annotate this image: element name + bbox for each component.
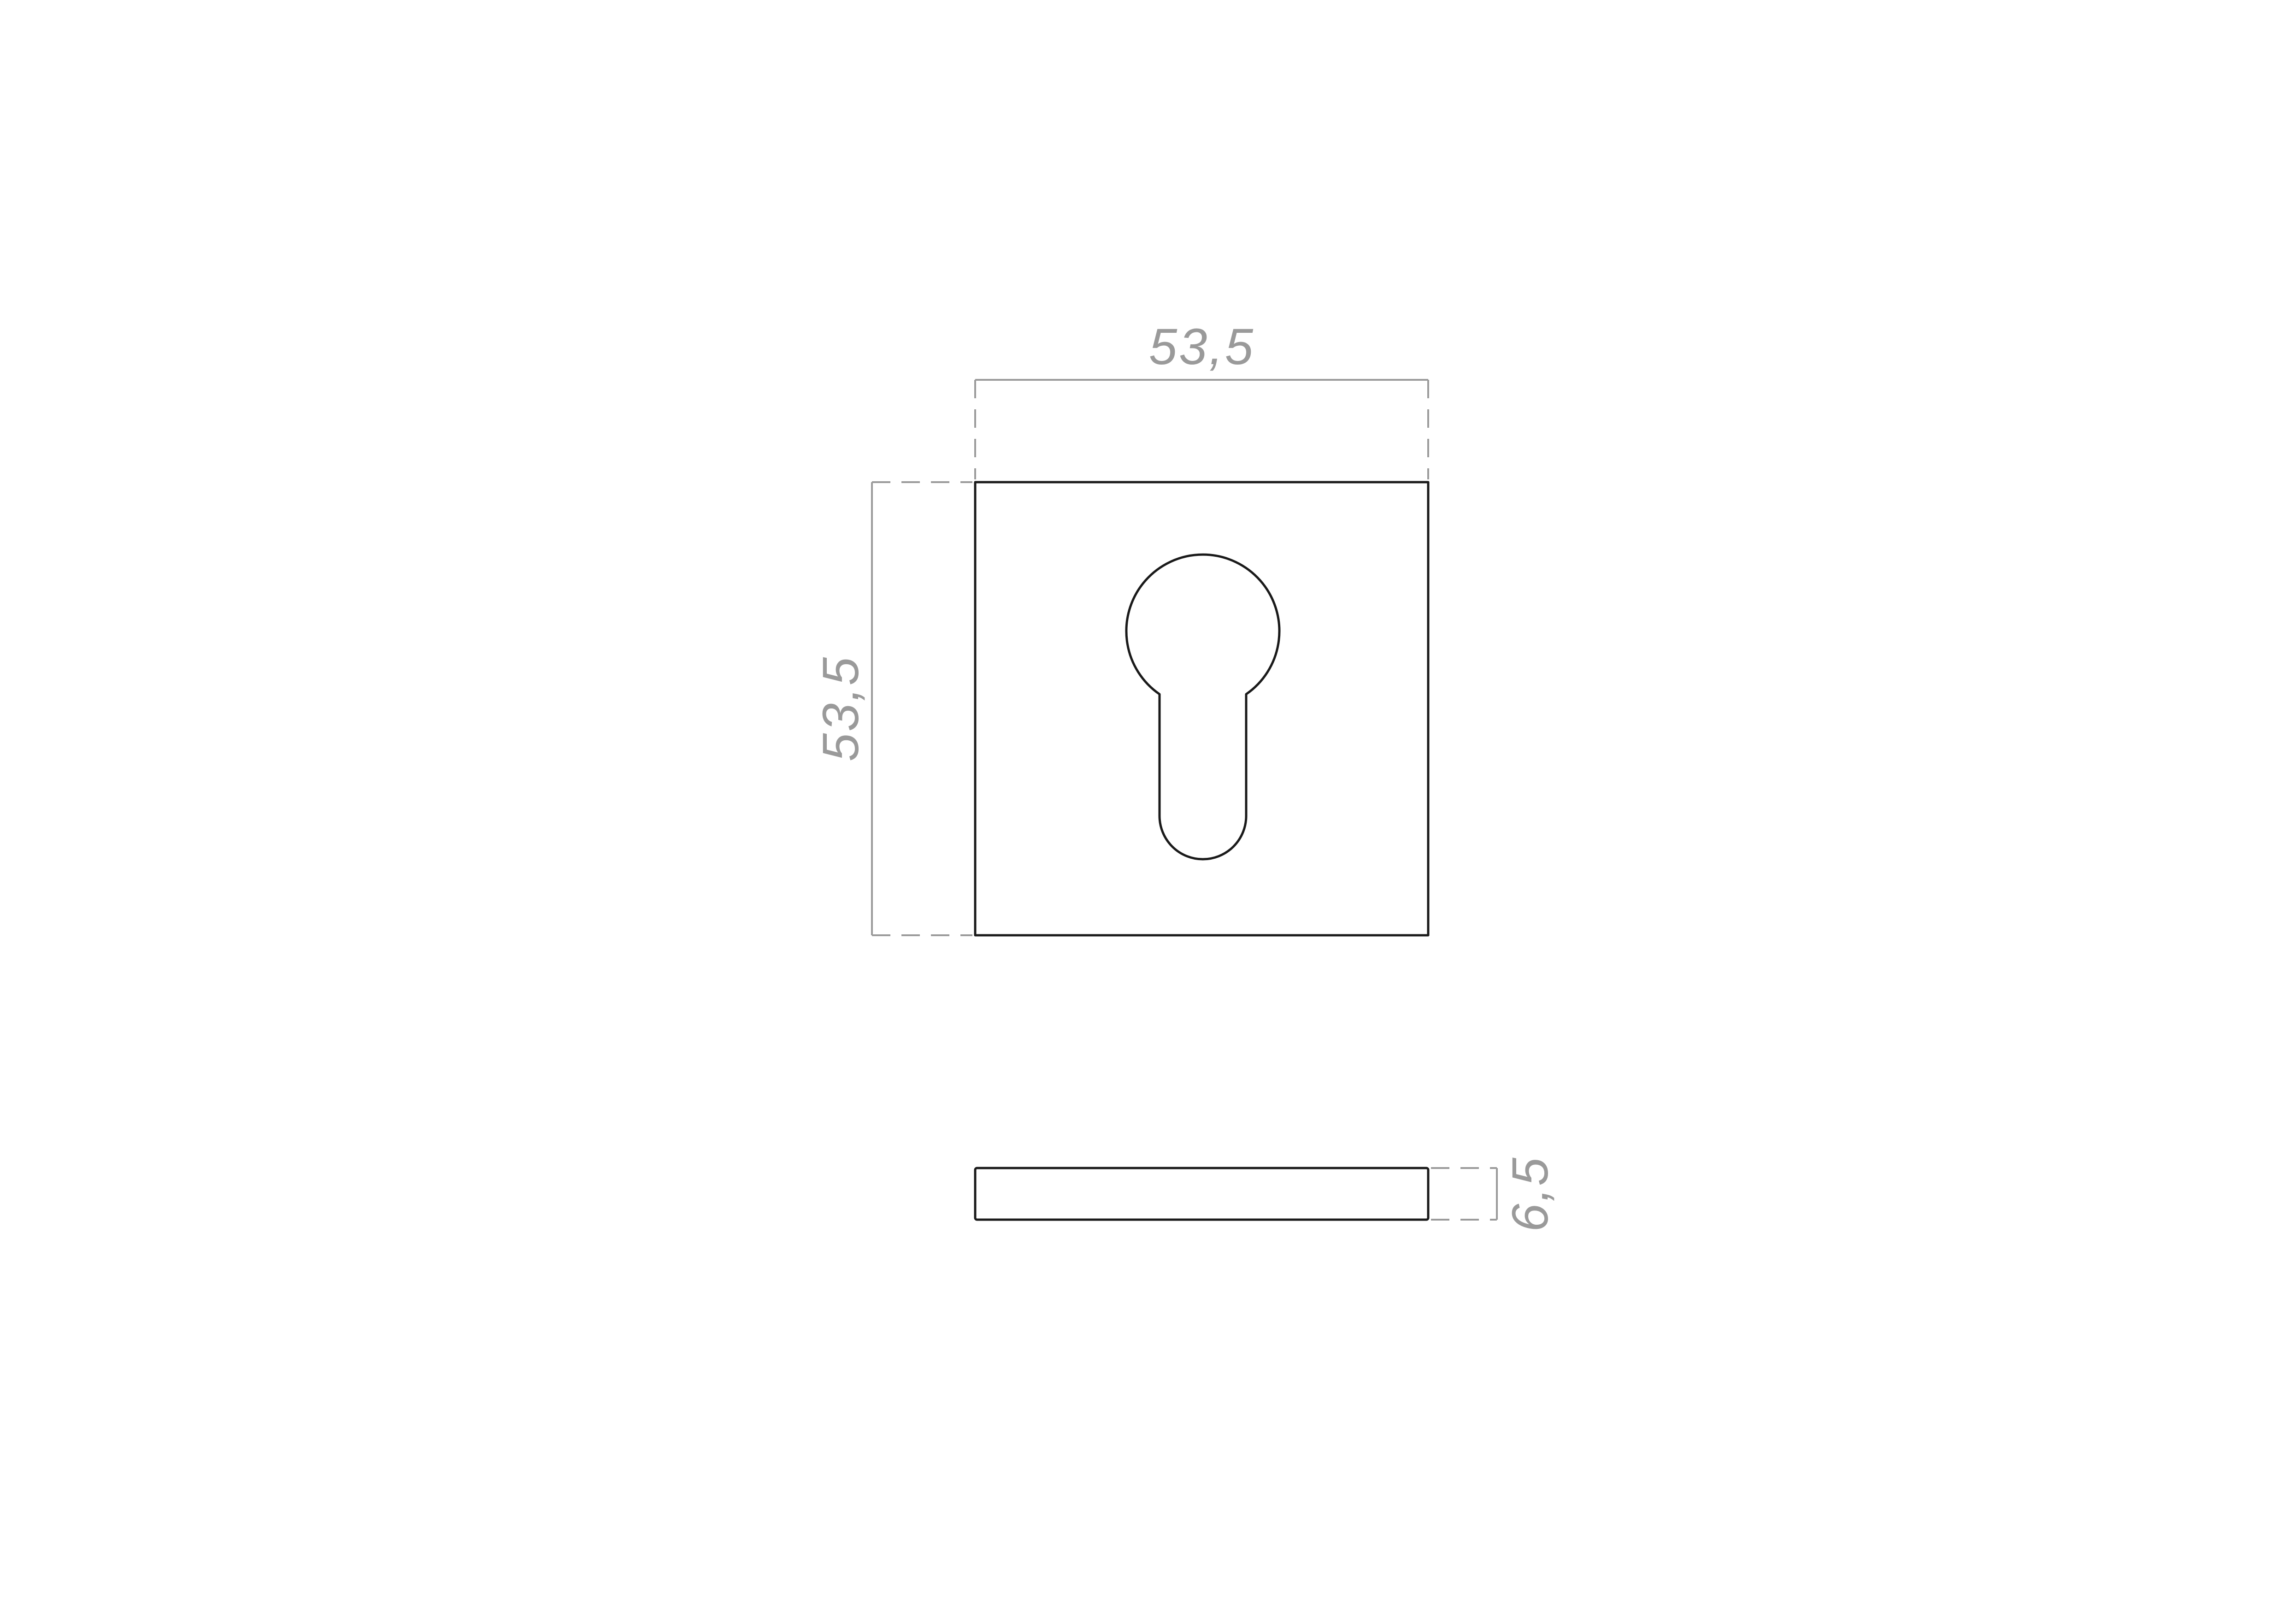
front-view — [974, 481, 1430, 937]
height-dimension: 53,5 — [812, 481, 972, 936]
height-dimension-label: 53,5 — [812, 655, 869, 761]
width-dimension-label: 53,5 — [1149, 319, 1255, 375]
thickness-dimension: 6,5 — [1431, 1156, 1559, 1232]
width-dimension: 53,5 — [974, 319, 1429, 479]
escutcheon-plate-side — [974, 1167, 1430, 1221]
side-view — [974, 1167, 1430, 1221]
escutcheon-plate-front — [974, 481, 1430, 937]
keyhole-cutout — [1125, 553, 1281, 861]
thickness-dimension-label: 6,5 — [1502, 1156, 1559, 1232]
